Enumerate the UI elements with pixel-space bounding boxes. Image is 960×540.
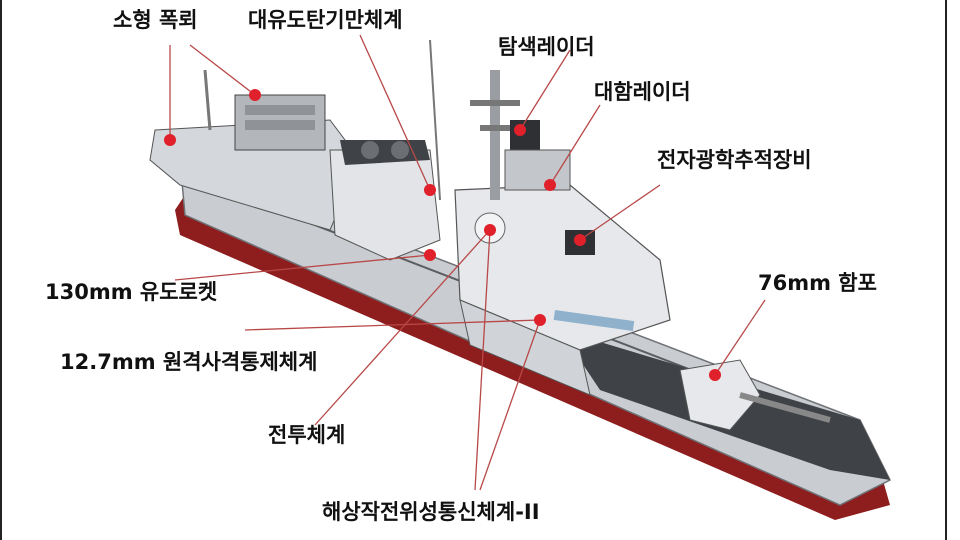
- marker-rws: [534, 314, 546, 326]
- label-satcom: 해상작전위성통신체계-II: [322, 500, 540, 524]
- marker-ship-radar: [544, 179, 556, 191]
- left-border: [0, 0, 2, 540]
- label-search-radar: 탐색레이더: [498, 35, 595, 59]
- label-ship-radar: 대함레이더: [594, 80, 691, 104]
- label-rocket-130: 130mm 유도로켓: [45, 280, 218, 304]
- marker-gun: [709, 369, 721, 381]
- label-gun-76: 76mm 함포: [758, 271, 877, 295]
- gun-turret: [679, 359, 761, 431]
- right-border: [945, 0, 947, 540]
- main-mast: [490, 70, 500, 200]
- label-eo-tracking: 전자광학추적장비: [657, 148, 812, 172]
- marker-decoy-a: [249, 89, 261, 101]
- label-decoy-system: 대유도탄기만체계: [248, 8, 403, 32]
- marker-eo: [574, 234, 586, 246]
- marker-decoy-b: [424, 184, 436, 196]
- marker-search-radar: [514, 124, 526, 136]
- label-combat-system: 전투체계: [268, 423, 346, 447]
- leader-lines: [169, 34, 766, 491]
- marker-satcom: [484, 224, 496, 236]
- marker-torpedo: [164, 134, 176, 146]
- label-small-torpedo: 소형 폭뢰: [113, 8, 198, 32]
- label-rws-127: 12.7mm 원격사격통제체계: [60, 350, 318, 374]
- markers: [164, 89, 721, 381]
- marker-rocket: [424, 249, 436, 261]
